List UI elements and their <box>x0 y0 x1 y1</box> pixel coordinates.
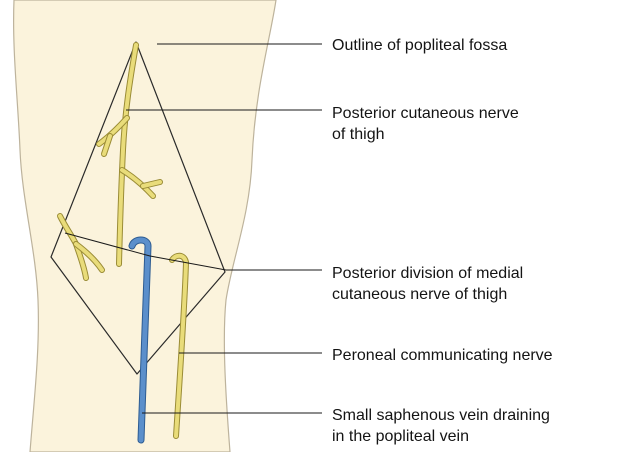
label-small-saphenous-vein: Small saphenous vein draining in the pop… <box>332 405 550 447</box>
label-posterior-cutaneous-line-2: of thigh <box>332 124 519 145</box>
label-posterior-division-line-2: cutaneous nerve of thigh <box>332 284 523 305</box>
label-peroneal-communicating-nerve: Peroneal communicating nerve <box>332 345 553 366</box>
label-peroneal-line-1: Peroneal communicating nerve <box>332 345 553 366</box>
label-saphenous-line-2: in the popliteal vein <box>332 426 550 447</box>
label-posterior-division-medial-cutaneous: Posterior division of medial cutaneous n… <box>332 263 523 305</box>
label-posterior-cutaneous-nerve: Posterior cutaneous nerve of thigh <box>332 103 519 145</box>
label-saphenous-line-1: Small saphenous vein draining <box>332 405 550 426</box>
label-outline-line-1: Outline of popliteal fossa <box>332 35 507 56</box>
label-outline-popliteal-fossa: Outline of popliteal fossa <box>332 35 507 56</box>
label-posterior-division-line-1: Posterior division of medial <box>332 263 523 284</box>
label-posterior-cutaneous-line-1: Posterior cutaneous nerve <box>332 103 519 124</box>
